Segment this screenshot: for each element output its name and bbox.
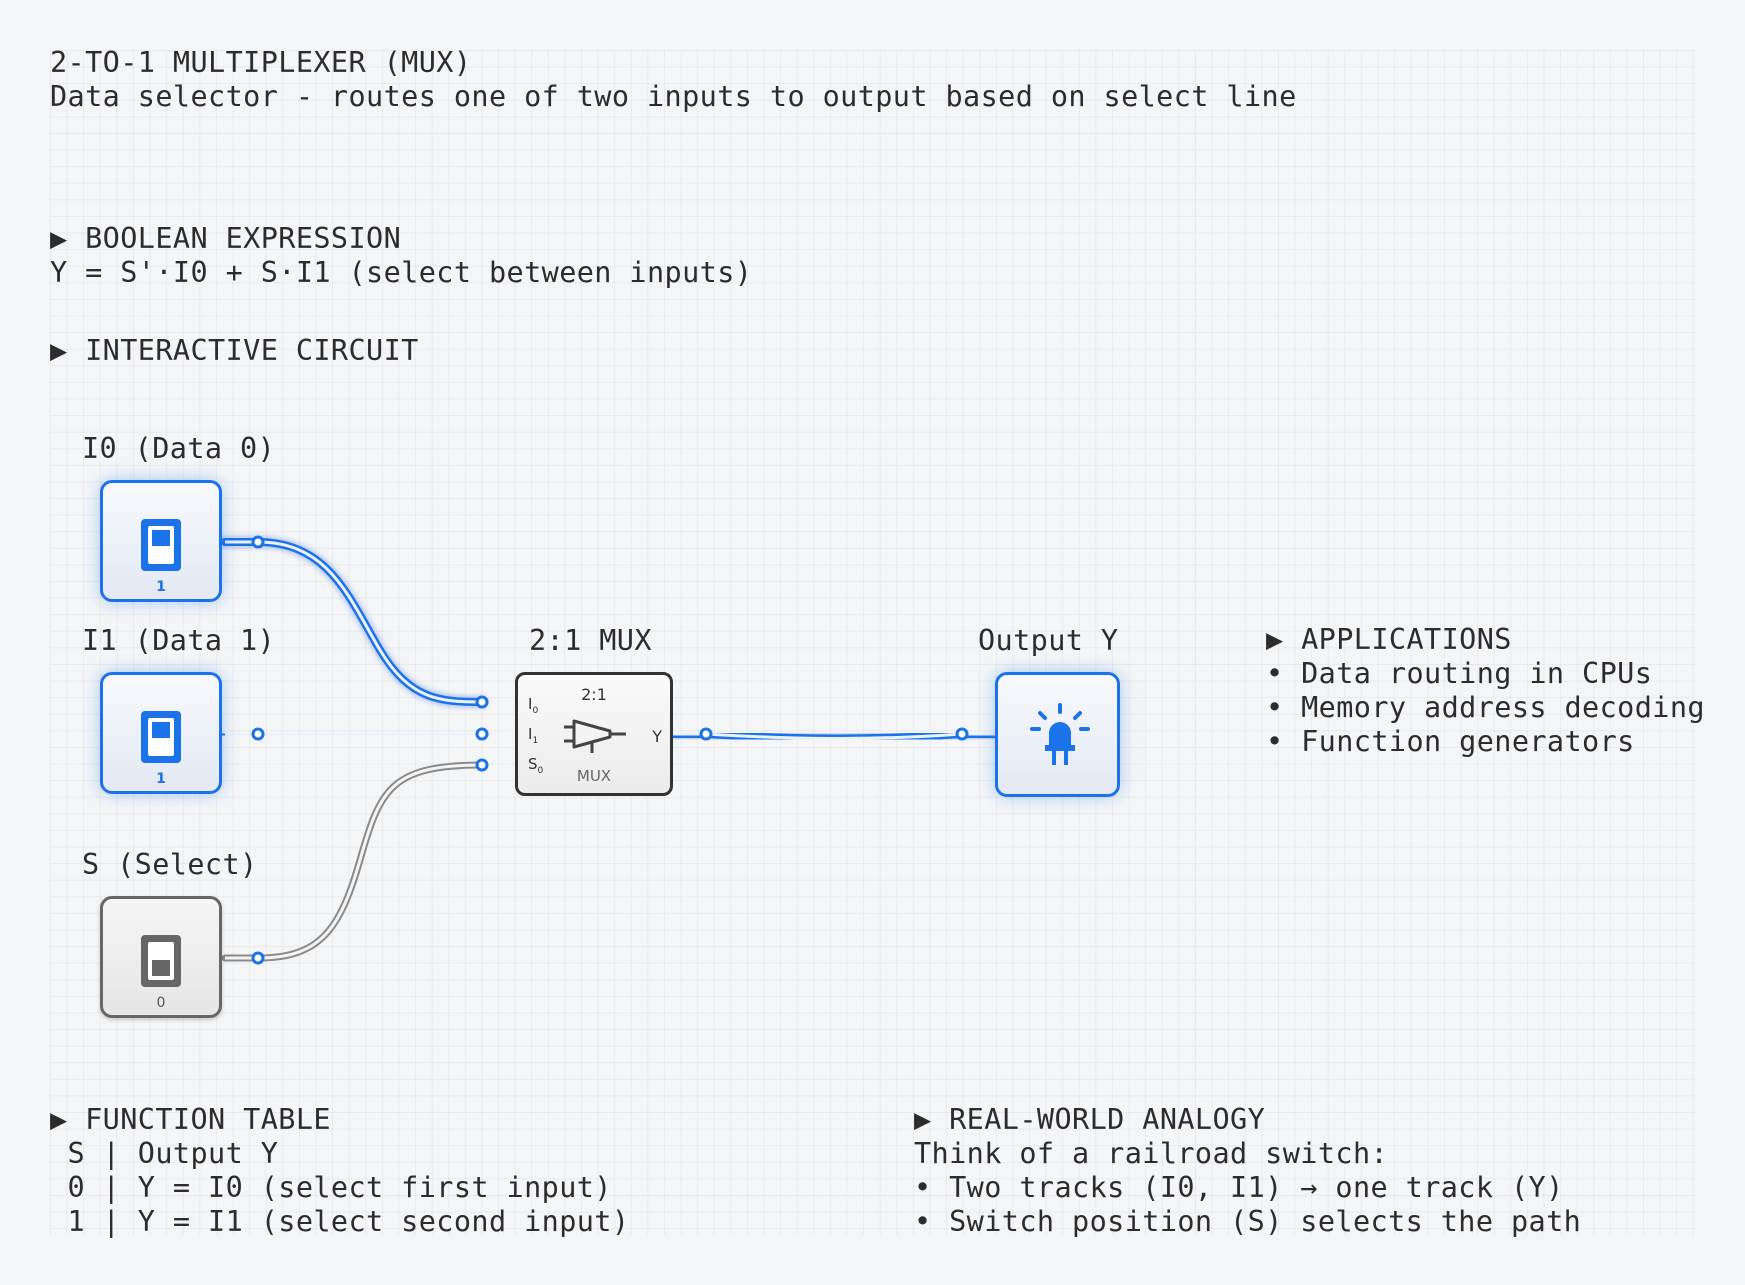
wire-i0: [221, 538, 486, 706]
function-table-row: S | Output Y: [50, 1137, 279, 1170]
applications-heading: ▶ APPLICATIONS: [1266, 623, 1512, 656]
input-i0-label: I0 (Data 0): [82, 432, 276, 465]
input-select-label: S (Select): [82, 848, 258, 881]
wire-dot: [475, 727, 489, 741]
wire-dot: [251, 535, 265, 549]
input-i1-label: I1 (Data 1): [82, 624, 276, 657]
mux-top-text: 2:1: [581, 685, 607, 704]
mux-pin-y: Y: [652, 727, 662, 746]
input-i0-switch[interactable]: 1: [100, 480, 222, 602]
toggle-switch-icon: [141, 711, 181, 763]
mux-label: 2:1 MUX: [529, 624, 652, 657]
wire-dot: [475, 758, 489, 772]
page-subtitle: Data selector - routes one of two inputs…: [50, 80, 1297, 113]
wire-dot: [955, 727, 969, 741]
analogy-line: • Two tracks (I0, I1) → one track (Y): [914, 1171, 1564, 1204]
input-i1-value: 1: [156, 771, 166, 787]
output-label: Output Y: [978, 624, 1119, 657]
application-item: • Memory address decoding: [1266, 691, 1705, 724]
led-light-icon: [1030, 703, 1090, 765]
wire-i1: [221, 730, 486, 739]
toggle-switch-icon: [141, 935, 181, 987]
circuit-heading: ▶ INTERACTIVE CIRCUIT: [50, 334, 419, 367]
wire-dot: [251, 727, 265, 741]
analogy-heading: ▶ REAL-WORLD ANALOGY: [914, 1103, 1266, 1136]
toggle-switch-icon: [141, 519, 181, 571]
input-i1-switch[interactable]: 1: [100, 672, 222, 794]
function-table-row: 1 | Y = I1 (select second input): [50, 1205, 630, 1238]
mux-bottom-text: MUX: [576, 767, 612, 785]
page-title: 2-TO-1 MULTIPLEXER (MUX): [50, 46, 472, 79]
analogy-line: • Switch position (S) selects the path: [914, 1205, 1582, 1238]
output-led: [995, 672, 1120, 797]
input-select-switch[interactable]: 0: [100, 896, 222, 1018]
function-table-row: 0 | Y = I0 (select first input): [50, 1171, 612, 1204]
boolean-heading: ▶ BOOLEAN EXPRESSION: [50, 222, 402, 255]
wire-dot: [699, 727, 713, 741]
grid-background: [50, 50, 1695, 1235]
input-i0-value: 1: [156, 579, 166, 595]
wire-output: [669, 730, 999, 743]
mux-pin-s: S0: [528, 755, 544, 776]
wire-dot: [475, 695, 489, 709]
analogy-line: Think of a railroad switch:: [914, 1137, 1389, 1170]
function-table-heading: ▶ FUNCTION TABLE: [50, 1103, 331, 1136]
mux-component[interactable]: 2:1 I0 I1 S0 Y MUX: [515, 672, 673, 796]
mux-symbol-icon: [564, 719, 626, 753]
wire-dot: [251, 951, 265, 965]
application-item: • Data routing in CPUs: [1266, 657, 1653, 690]
mux-pin-i0: I0: [528, 695, 539, 716]
input-select-value: 0: [156, 995, 166, 1011]
wire-select: [221, 761, 486, 962]
mux-pin-i1: I1: [528, 725, 539, 746]
boolean-expression: Y = S'·I0 + S·I1 (select between inputs): [50, 256, 753, 289]
application-item: • Function generators: [1266, 725, 1635, 758]
